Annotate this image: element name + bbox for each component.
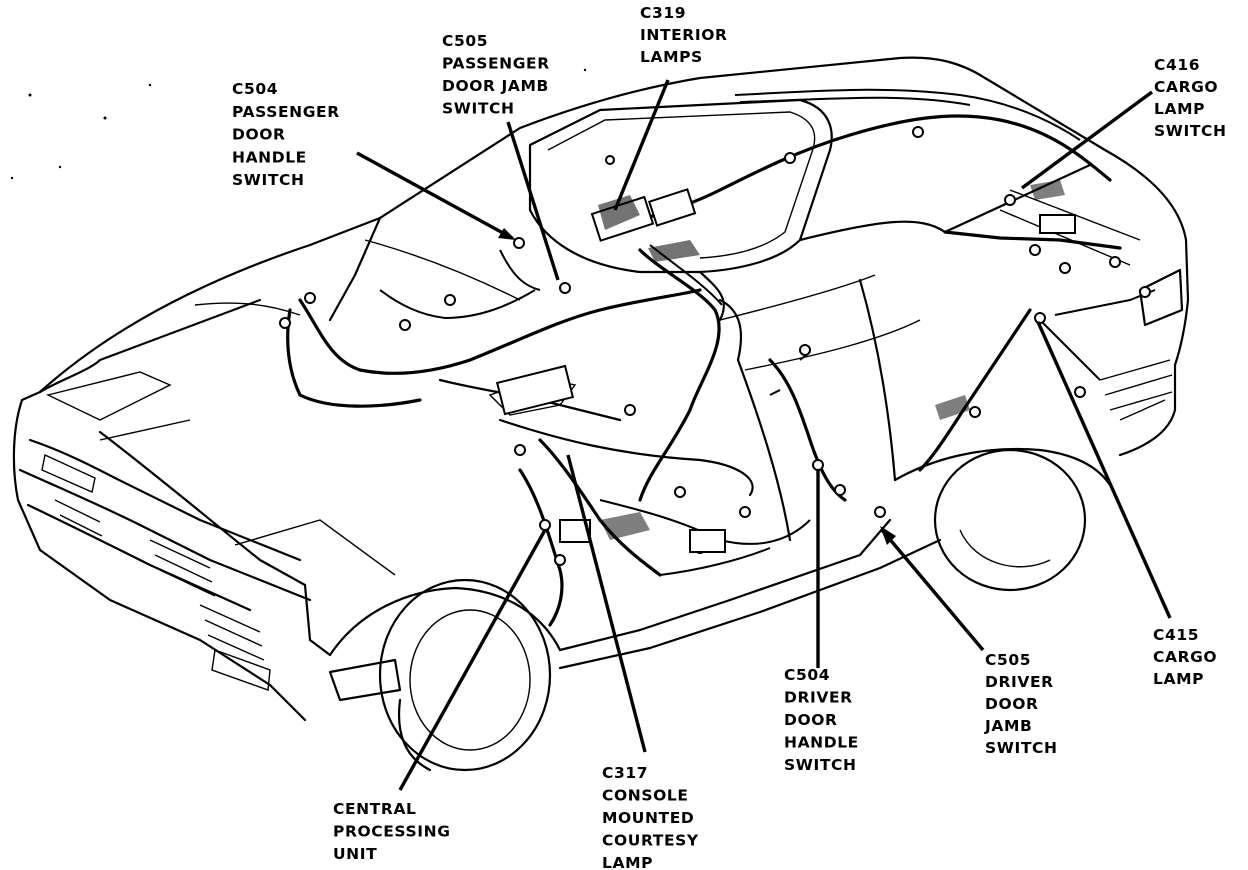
label-c504-driver-line: C504: [784, 666, 830, 684]
label-c505-driver-line: DRIVER: [985, 673, 1054, 691]
label-c415-line: CARGO: [1153, 648, 1217, 666]
label-c416-line: LAMP: [1154, 100, 1205, 118]
label-c504-passenger-line: HANDLE: [232, 148, 307, 166]
label-c415-line: C415: [1153, 626, 1199, 644]
label-c505-passenger-line: PASSENGER: [442, 55, 550, 73]
label-c504-driver-line: HANDLE: [784, 734, 859, 752]
label-cpu: CENTRAL PROCESSING UNIT: [333, 800, 451, 863]
leader-c505-driver: [880, 528, 985, 652]
label-c504-driver-line: SWITCH: [784, 756, 857, 774]
arrowhead-c505-driver: [880, 526, 896, 545]
label-c317-line: MOUNTED: [602, 809, 694, 827]
label-c317-line: C317: [602, 764, 648, 782]
label-cpu-line: UNIT: [333, 845, 377, 863]
label-c505-driver-line: C505: [985, 651, 1031, 669]
leader-c415: [1036, 321, 1172, 619]
label-c416-line: SWITCH: [1154, 122, 1227, 140]
label-c505-driver-line: DOOR: [985, 695, 1039, 713]
label-c319-line: INTERIOR: [640, 26, 728, 44]
label-c504-passenger-line: C504: [232, 80, 278, 98]
label-c319-line: LAMPS: [640, 48, 703, 66]
label-c319-line: C319: [640, 4, 686, 22]
label-c415-line: LAMP: [1153, 670, 1204, 688]
label-c317-line: CONSOLE: [602, 787, 689, 805]
label-c504-passenger-line: DOOR: [232, 126, 286, 144]
label-c504-driver-line: DOOR: [784, 711, 838, 729]
label-c416-line: C416: [1154, 56, 1200, 74]
label-c505-passenger-line: DOOR JAMB: [442, 77, 549, 95]
label-cpu-line: PROCESSING: [333, 823, 451, 841]
label-c504-driver-line: DRIVER: [784, 689, 853, 707]
arrowhead-c504-passenger: [498, 228, 516, 240]
label-c505-driver-line: SWITCH: [985, 739, 1058, 757]
label-c505-passenger-line: SWITCH: [442, 100, 515, 118]
scan-speckles: [10, 68, 587, 180]
leader-c505-passenger: [506, 121, 560, 281]
leader-lines: [356, 79, 1172, 791]
leader-c317: [566, 454, 647, 753]
leader-cpu: [398, 529, 547, 791]
label-c504-passenger-line: PASSENGER: [232, 103, 340, 121]
label-c505-passenger-line: C505: [442, 32, 488, 50]
label-c505-driver-line: JAMB: [984, 717, 1032, 735]
leader-c504-passenger: [356, 151, 513, 240]
label-c317-line: COURTESY: [602, 832, 699, 850]
label-c317-line: LAMP: [602, 854, 653, 870]
wiring-harness: [279, 88, 1156, 627]
leader-c416: [1020, 90, 1154, 190]
leader-c319: [613, 79, 670, 211]
label-c504-passenger-line: SWITCH: [232, 171, 305, 189]
label-c416-line: CARGO: [1154, 78, 1218, 96]
label-cpu-line: CENTRAL: [333, 800, 417, 818]
